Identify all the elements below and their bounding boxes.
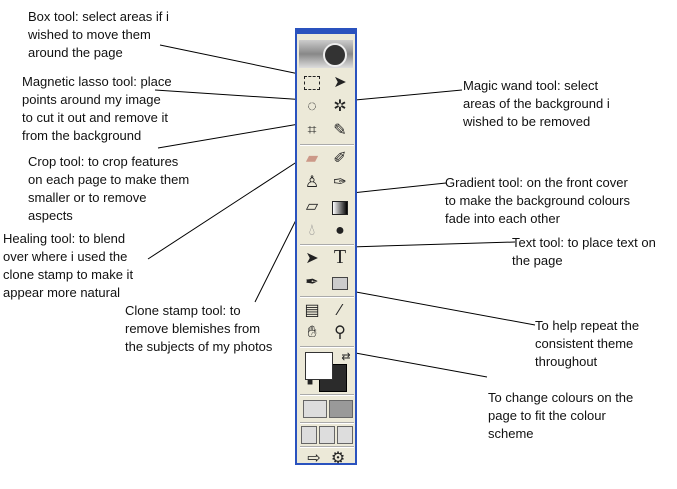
lasso-note: Magnetic lasso tool: place points around … <box>22 73 172 145</box>
note-line: Gradient tool: on the front cover <box>445 175 628 190</box>
clone-stamp-icon[interactable]: ♙ <box>304 174 320 191</box>
note-line: throughout <box>535 354 598 369</box>
note-line: fade into each other <box>445 211 560 226</box>
crop-pointer <box>157 122 306 149</box>
note-line: scheme <box>488 426 534 441</box>
clone-note: Clone stamp tool: to remove blemishes fro… <box>125 302 272 356</box>
shape-tool-icon[interactable] <box>329 272 351 294</box>
pen-tool-icon[interactable]: ✒ <box>305 274 319 291</box>
screen-mode-standard[interactable] <box>301 426 317 444</box>
imageready-icon[interactable]: ⚙ <box>330 450 346 467</box>
eyedropper-tool-icon[interactable]: ⁄ <box>338 302 342 319</box>
slice-tool-icon[interactable]: ✎ <box>333 122 347 139</box>
notes-tool-icon[interactable]: ▤ <box>304 302 320 319</box>
note-line: page to fit the colour <box>488 408 606 423</box>
eraser-tool-icon[interactable]: ▱ <box>305 198 319 215</box>
note-line: the subjects of my photos <box>125 339 273 354</box>
foreground-color-swatch[interactable] <box>305 352 333 380</box>
healing-brush-icon[interactable]: ▰ <box>305 150 319 167</box>
note-line: smaller or to remove <box>28 190 147 205</box>
note-line: aspects <box>28 208 73 223</box>
note-line: the page <box>512 253 563 268</box>
eyedropper-pointer <box>355 291 536 326</box>
note-line: Clone stamp tool: to <box>125 303 241 318</box>
eyedropper-note: To help repeat the consistent theme throug… <box>535 317 639 371</box>
healing-note: Healing tool: to blend over where i used … <box>3 230 133 302</box>
colors-note: To change colours on the page to fit the … <box>488 389 633 443</box>
note-line: around the page <box>28 45 123 60</box>
screen-mode-full[interactable] <box>337 426 353 444</box>
gradient-pointer <box>351 182 447 194</box>
marquee-tool-icon[interactable] <box>301 72 323 94</box>
screen-mode-full-menu[interactable] <box>319 426 335 444</box>
note-line: wished to move them <box>28 27 151 42</box>
note-line: points around my image <box>22 92 161 107</box>
note-line: Magic wand tool: select <box>463 78 599 93</box>
move-tool-icon[interactable]: ➤ <box>333 74 347 91</box>
gradient-note: Gradient tool: on the front cover to make… <box>445 174 630 228</box>
colors-pointer <box>349 351 488 378</box>
standard-mode-button[interactable] <box>303 400 327 418</box>
history-brush-icon[interactable]: ✑ <box>333 174 347 191</box>
note-line: remove blemishes from <box>125 321 261 336</box>
photoshop-toolbar: ➤ ◌ ✲ ⌗ ✎ ▰ ✐ ♙ ✑ ▱ 💧︎ ● ➤ T ✒ ▤ ⁄ ✋︎ ⚲ … <box>295 28 357 467</box>
text-note: Text tool: to place text on the page <box>512 234 656 270</box>
wand-note: Magic wand tool: select areas of the back… <box>463 77 610 131</box>
note-line: wished to be removed <box>463 114 591 129</box>
dodge-tool-icon[interactable]: ● <box>335 222 345 239</box>
zoom-tool-icon[interactable]: ⚲ <box>334 324 346 341</box>
wand-pointer <box>354 89 463 101</box>
note-line: appear more natural <box>3 285 121 300</box>
note-line: to cut it out and remove it <box>22 110 168 125</box>
note-line: areas of the background i <box>463 96 610 111</box>
box-note: Box tool: select areas if i wished to mov… <box>28 8 169 62</box>
crop-tool-icon[interactable]: ⌗ <box>307 122 317 139</box>
magic-wand-icon[interactable]: ✲ <box>333 98 347 115</box>
hand-tool-icon[interactable]: ✋︎ <box>307 324 317 341</box>
note-line: consistent theme <box>535 336 634 351</box>
photoshop-logo <box>299 40 353 68</box>
note-line: to make the background colours <box>445 193 630 208</box>
crop-note: Crop tool: to crop features on each page … <box>28 153 189 225</box>
note-line: clone stamp to make it <box>3 267 134 282</box>
lasso-pointer <box>154 89 308 101</box>
note-line: Box tool: select areas if i <box>28 9 169 24</box>
default-colors-icon[interactable]: ■ <box>306 377 314 388</box>
path-selection-icon[interactable]: ➤ <box>305 250 319 267</box>
jump-to-imageready-icon[interactable]: ⇨ <box>307 450 321 467</box>
healing-pointer <box>147 151 313 260</box>
note-line: Crop tool: to crop features <box>28 154 179 169</box>
note-line: over where i used the <box>3 249 128 264</box>
note-line: Text tool: to place text on <box>512 235 656 250</box>
note-line: on each page to make them <box>28 172 190 187</box>
text-tool-icon[interactable]: T <box>333 246 347 268</box>
brush-tool-icon[interactable]: ✐ <box>333 150 347 167</box>
box-pointer <box>159 44 305 76</box>
note-line: To help repeat the <box>535 318 640 333</box>
note-line: from the background <box>22 128 142 143</box>
quick-mask-button[interactable] <box>329 400 353 418</box>
note-line: Magnetic lasso tool: place <box>22 74 172 89</box>
gradient-tool-icon[interactable] <box>329 196 351 218</box>
note-line: To change colours on the <box>488 390 634 405</box>
text-pointer <box>349 241 516 248</box>
swap-colors-icon[interactable]: ⇄ <box>341 351 351 363</box>
note-line: Healing tool: to blend <box>3 231 126 246</box>
lasso-tool-icon[interactable]: ◌ <box>307 98 317 115</box>
blur-tool-icon[interactable]: 💧︎ <box>308 222 316 239</box>
